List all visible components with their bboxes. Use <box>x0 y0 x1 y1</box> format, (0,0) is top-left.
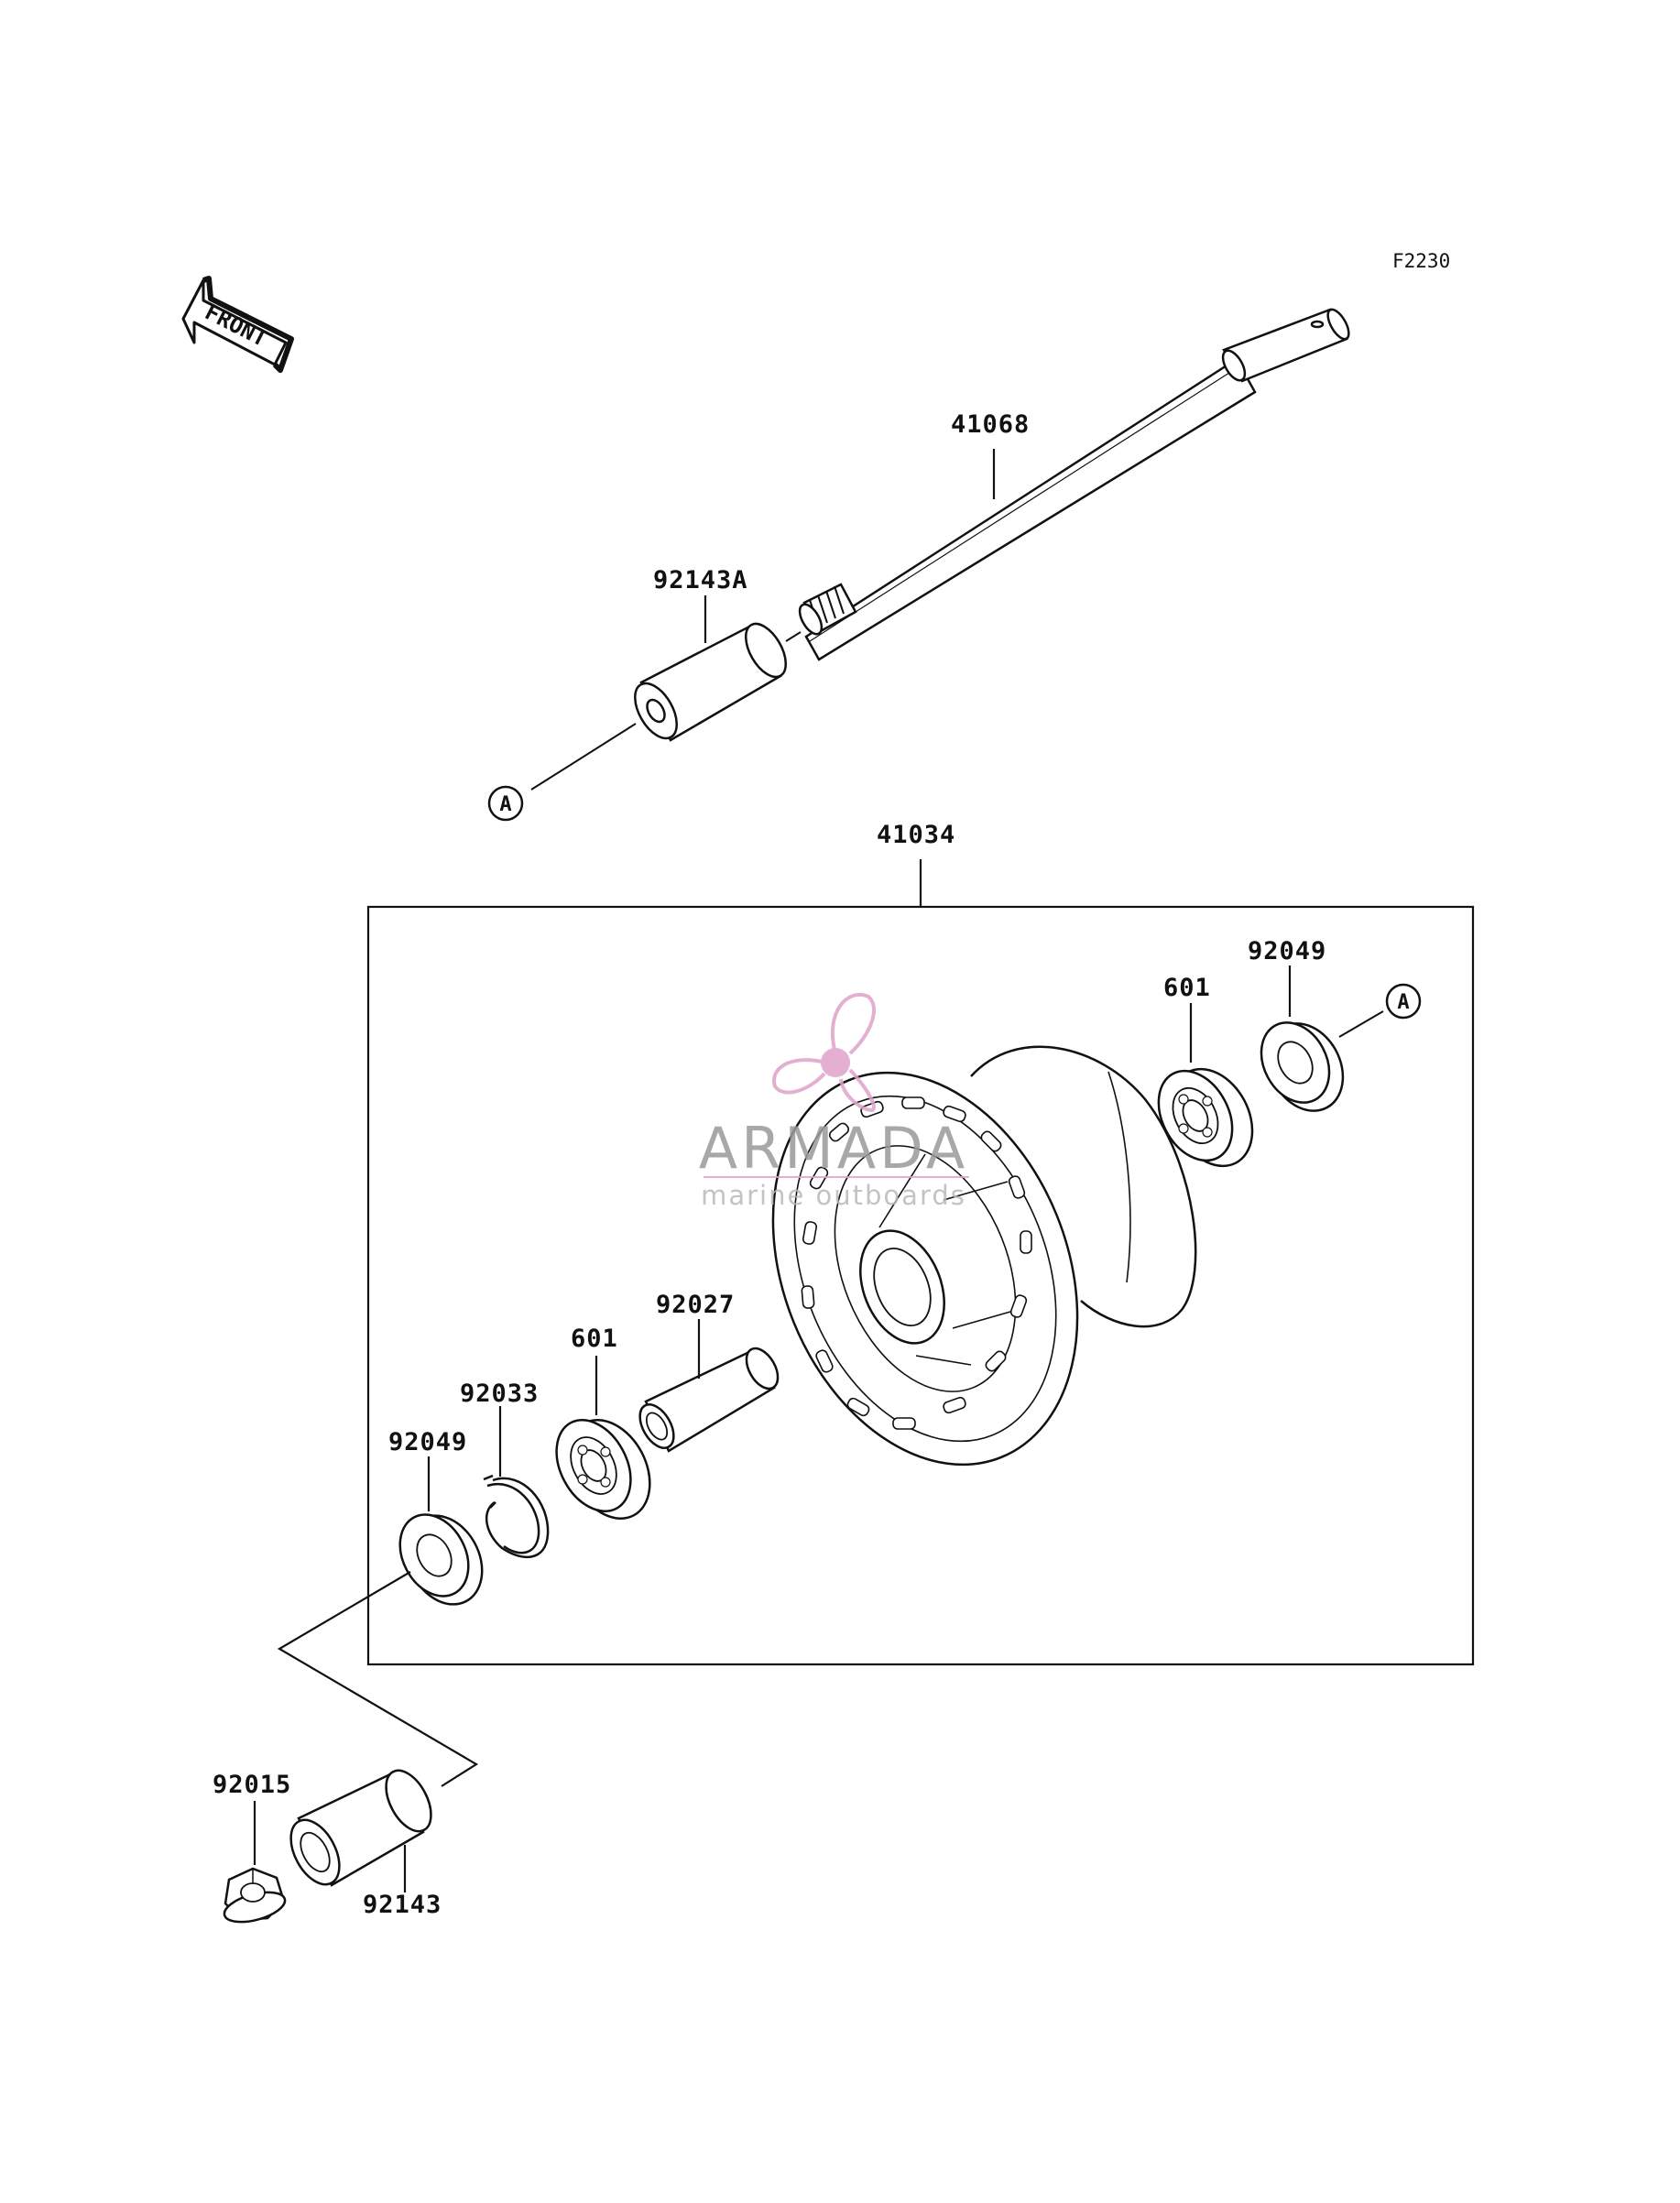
label-collar: 92143 <box>363 1891 442 1919</box>
leader-assembly-path <box>277 1571 479 1787</box>
label-seal-left: 92049 <box>388 1428 467 1456</box>
collar-part <box>289 1769 432 1887</box>
label-seal-right: 92049 <box>1248 937 1326 965</box>
axle-part <box>798 308 1350 661</box>
tube-spacer-part <box>638 1347 780 1453</box>
label-bearing-left: 601 <box>571 1325 618 1353</box>
bearing-right-part <box>1157 1067 1254 1168</box>
collar-a-part <box>634 622 787 742</box>
svg-text:A: A <box>499 793 511 816</box>
label-axle: 41068 <box>951 410 1030 439</box>
hub-assembly-box <box>366 905 1475 1666</box>
seal-right-part <box>1260 1021 1345 1112</box>
propeller-logo-icon <box>771 993 876 1113</box>
label-collar-a: 92143A <box>653 566 748 594</box>
watermark-tagline: marine outboards <box>701 1180 966 1211</box>
wheel-hub-part <box>771 1045 1197 1467</box>
figure-ref: F2230 <box>1392 250 1450 272</box>
bearing-left-part <box>555 1418 651 1520</box>
svg-text:A: A <box>1397 991 1409 1014</box>
leader-ref-a-left <box>530 723 637 791</box>
label-hub-assembly: 41034 <box>877 821 955 849</box>
reference-mark-a-left: A <box>487 785 524 822</box>
circlip-part <box>483 1474 550 1559</box>
reference-mark-a-right: A <box>1385 983 1422 1020</box>
label-circlip: 92033 <box>460 1380 539 1408</box>
front-arrow-icon: FRONT <box>181 276 294 373</box>
label-nut: 92015 <box>213 1771 291 1799</box>
seal-left-part <box>398 1513 484 1606</box>
label-bearing-right: 601 <box>1163 974 1211 1002</box>
leader-ref-a-right <box>1338 1010 1384 1038</box>
nut-part <box>223 1867 287 1924</box>
label-tube-spacer: 92027 <box>656 1291 735 1319</box>
watermark-brand: ARMADA <box>699 1115 968 1182</box>
watermark: ARMADA marine outboards <box>699 993 969 1211</box>
